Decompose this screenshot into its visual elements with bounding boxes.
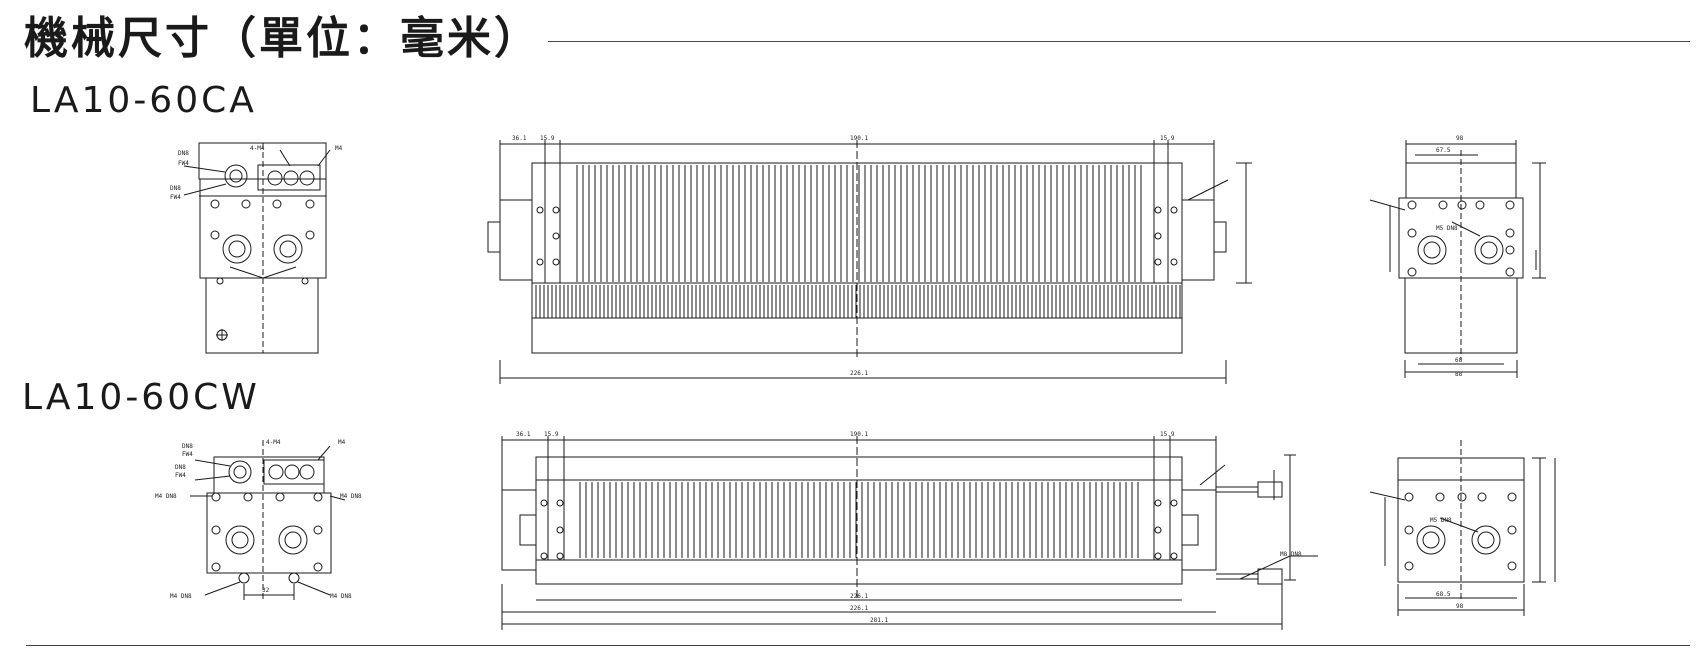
ca-side-view [487, 140, 1252, 384]
cw-side-view [501, 436, 1318, 630]
svg-text:M4 DN8: M4 DN8 [340, 493, 362, 500]
page-title: 機械尺寸（單位：毫米） [24, 13, 541, 64]
svg-text:M4 DN8: M4 DN8 [330, 593, 352, 600]
svg-text:DN8: DN8 [182, 443, 193, 450]
svg-text:M5 DN8: M5 DN8 [1436, 225, 1458, 232]
svg-text:15.9: 15.9 [540, 135, 555, 142]
svg-text:FW4: FW4 [175, 472, 186, 479]
cw-fins [579, 482, 1139, 558]
svg-text:M4: M4 [335, 145, 343, 152]
svg-text:FW4: FW4 [170, 194, 181, 201]
svg-text:32: 32 [262, 587, 270, 594]
svg-text:M4: M4 [338, 439, 346, 446]
svg-text:DN8: DN8 [178, 150, 189, 157]
ca-end-view-left [183, 142, 331, 354]
svg-text:281.1: 281.1 [870, 617, 888, 624]
svg-text:4-M4: 4-M4 [266, 439, 281, 446]
svg-text:68.5: 68.5 [1436, 591, 1451, 598]
svg-text:98: 98 [1456, 135, 1464, 142]
svg-text:M4 DN8: M4 DN8 [170, 593, 192, 600]
svg-text:M5 DN8: M5 DN8 [1430, 517, 1452, 524]
svg-text:98: 98 [1456, 603, 1464, 610]
cw-end-view-right [1369, 440, 1556, 616]
svg-text:226.1: 226.1 [850, 370, 868, 377]
svg-text:67.5: 67.5 [1436, 147, 1451, 154]
svg-text:88: 88 [1455, 371, 1463, 378]
svg-text:FW4: FW4 [182, 451, 193, 458]
svg-text:15.9: 15.9 [1160, 135, 1175, 142]
svg-text:36.1: 36.1 [512, 135, 527, 142]
model-label-cw: LA10-60CW [22, 377, 260, 418]
svg-text:4-M4: 4-M4 [250, 145, 265, 152]
svg-text:FW4: FW4 [178, 160, 189, 167]
cw-end-view-left [190, 440, 346, 600]
ca-end-view-right [1369, 140, 1546, 378]
ca-fins [535, 165, 1181, 318]
svg-text:15.9: 15.9 [1160, 431, 1175, 438]
model-label-ca: LA10-60CA [30, 80, 257, 121]
svg-text:190.1: 190.1 [850, 135, 868, 142]
bottom-divider [26, 645, 1690, 646]
svg-text:36.1: 36.1 [516, 431, 531, 438]
title-divider [548, 41, 1690, 42]
svg-text:190.1: 190.1 [850, 431, 868, 438]
svg-text:DN8: DN8 [175, 464, 186, 471]
svg-text:M8 DN8: M8 DN8 [1280, 551, 1302, 558]
svg-text:68: 68 [1455, 357, 1463, 364]
svg-text:226.1: 226.1 [850, 593, 868, 600]
svg-text:DN8: DN8 [170, 185, 181, 192]
svg-text:15.9: 15.9 [544, 431, 559, 438]
svg-text:M4 DN8: M4 DN8 [155, 493, 177, 500]
svg-text:226.1: 226.1 [850, 605, 868, 612]
